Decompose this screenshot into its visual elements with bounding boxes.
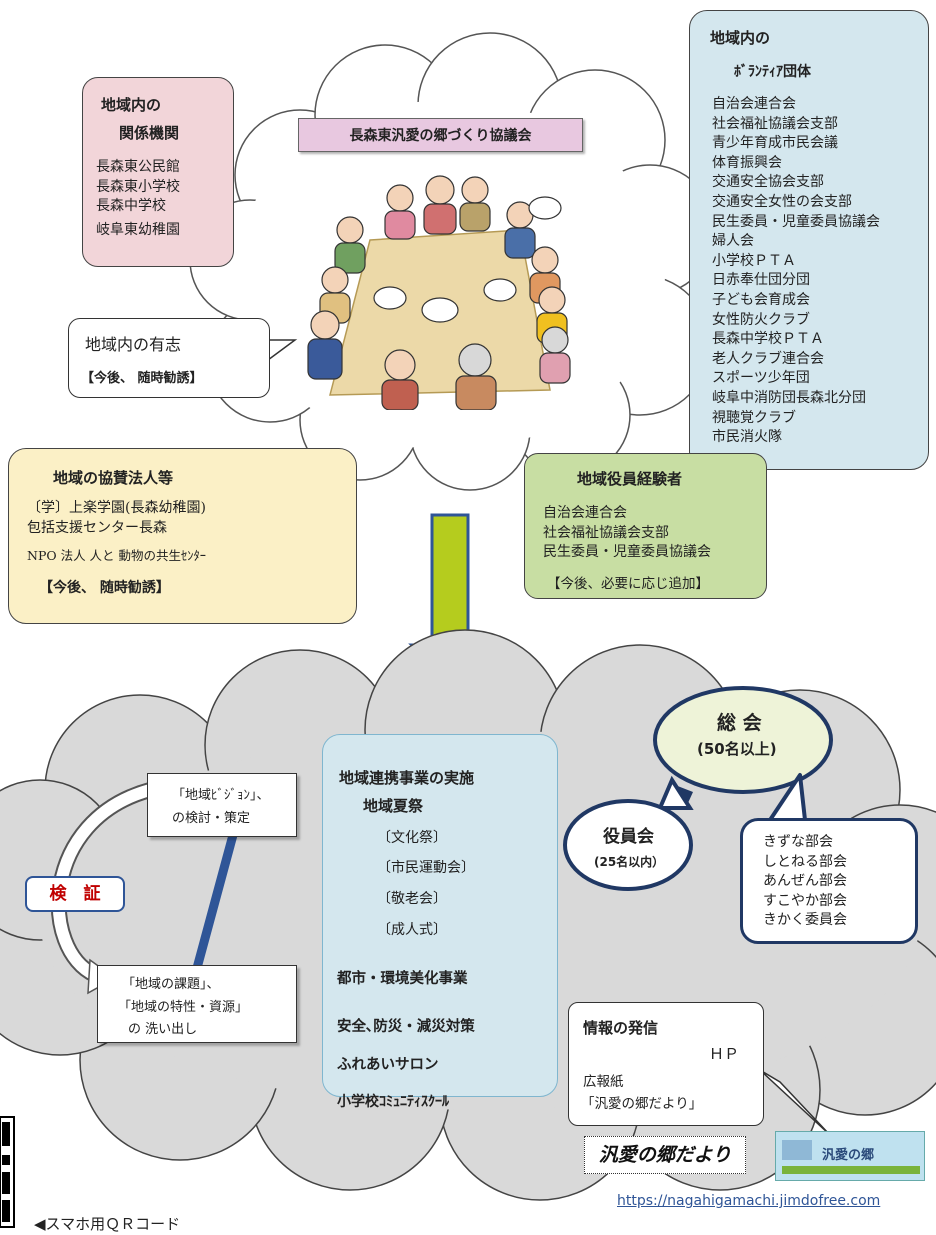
list-item: NPO 法人 人と 動物の共生ｾﾝﾀｰ (27, 548, 207, 564)
website-banner[interactable]: 汎愛の郷 (775, 1131, 925, 1181)
committees-callout: きずな部会 しとねる部会 あんぜん部会 すこやか部会 きかく委員会 (740, 818, 918, 944)
former-officers-note: 【今後、必要に応じ追加】 (547, 576, 709, 592)
institutions-title-2: 関係機関 (119, 124, 180, 142)
projects-box: 地域連携事業の実施 地域夏祭 〔文化祭〕 〔市民運動会〕 〔敬老会〕 〔成人式〕… (322, 734, 558, 1110)
general-meeting-sub: (50名以上) (697, 740, 777, 758)
projects-sub-1: 〔文化祭〕 (377, 830, 447, 846)
list-item: 社会福祉協議会支部 (712, 115, 838, 132)
former-officers-list: 自治会連合会 社会福祉協議会支部 民生委員・児童委員協議会 (543, 504, 711, 563)
projects-other-1: 都市・環境美化事業 (337, 971, 468, 987)
former-officers-box: 地域役員経験者 自治会連合会 社会福祉協議会支部 民生委員・児童委員協議会 【今… (524, 453, 767, 599)
sponsors-box: 地域の協賛法人等 〔学〕上楽学園(長森幼稚園) 包括支援センター長森 NPO 法… (8, 448, 357, 624)
sponsors-note: 【今後、 随時勧誘】 (39, 580, 170, 596)
list-item: スポーツ少年団 (712, 370, 810, 387)
list-item: 女性防火クラブ (712, 311, 810, 328)
list-item: 老人クラブ連合会 (712, 350, 824, 367)
institutions-list: 長森東公民館 長森東小学校 長森中学校 岐阜東幼稚園 (96, 158, 180, 240)
list-item: 長森東小学校 (96, 178, 180, 195)
list-item: 民生委員・児童委員協議会 (712, 213, 880, 230)
former-officers-title: 地域役員経験者 (577, 470, 683, 488)
board-title: 役員会 (603, 827, 654, 847)
issues-line-1: 「地域の課題」、 (122, 977, 220, 992)
list-item: きかく委員会 (763, 912, 847, 929)
newsletter-logo: 汎愛の郷だより (584, 1136, 746, 1174)
volunteers-local-note: 【今後、 随時勧誘】 (81, 371, 203, 386)
projects-sub-3: 〔敬老会〕 (377, 891, 447, 907)
list-item: 子ども会育成会 (712, 291, 810, 308)
list-item: あんぜん部会 (763, 873, 847, 890)
list-item: 小学校ＰＴＡ (712, 252, 796, 269)
volunteer-groups-list: 自治会連合会 社会福祉協議会支部 青少年育成市民会議 体育振興会 交通安全協会支… (712, 95, 880, 448)
website-url-link[interactable]: https://nagahigamachi.jimdofree.com (617, 1193, 881, 1209)
list-item: 自治会連合会 (712, 96, 796, 112)
list-item: 自治会連合会 (543, 505, 627, 521)
issues-line-2: 「地域の特性・資源」 (118, 1000, 249, 1015)
info-tail (759, 1069, 831, 1136)
list-item: 青少年育成市民会議 (712, 135, 838, 152)
projects-other-2: 安全､防災・減災対策 (337, 1019, 475, 1035)
projects-other-4: 小学校ｺﾐｭﾆﾃｨｽｸｰﾙ (337, 1094, 449, 1110)
volunteers-local-callout: 地域内の有志 【今後、 随時勧誘】 (68, 318, 270, 398)
banner-text: 汎愛の郷 (822, 1148, 875, 1163)
list-item: 交通安全協会支部 (712, 174, 824, 191)
vision-box: 「地域ﾋﾞｼﾞｮﾝ」、 の検討・策定 (147, 773, 297, 837)
issues-line-3: の 洗い出し (128, 1022, 198, 1037)
volunteers-local-title: 地域内の有志 (85, 335, 182, 354)
list-item: きずな部会 (763, 834, 833, 850)
meeting-illustration (307, 175, 571, 410)
volunteer-groups-title-1: 地域内の (710, 29, 771, 47)
board-sub: (25名以内） (594, 855, 665, 869)
council-title: 長森東汎愛の郷づくり協議会 (349, 128, 532, 144)
list-item: 長森東公民館 (96, 159, 180, 175)
projects-title: 地域連携事業の実施 (339, 769, 475, 787)
info-callout: 情報の発信 ＨＰ 広報紙 「汎愛の郷だより」 (568, 1002, 764, 1126)
board-ellipse (563, 775, 694, 891)
list-item: 〔学〕上楽学園(長森幼稚園) (27, 500, 206, 516)
projects-sub-2: 〔市民運動会〕 (377, 860, 475, 876)
list-item: 民生委員・児童委員協議会 (543, 544, 711, 561)
sponsors-list: 〔学〕上楽学園(長森幼稚園) 包括支援センター長森 NPO 法人 人と 動物の共… (27, 499, 206, 566)
projects-sub-4: 〔成人式〕 (377, 922, 447, 938)
newsletter-logo-text: 汎愛の郷だより (598, 1144, 732, 1166)
committees-list: きずな部会 しとねる部会 あんぜん部会 すこやか部会 きかく委員会 (763, 833, 847, 931)
council-title-banner: 長森東汎愛の郷づくり協議会 (298, 118, 583, 152)
list-item: 交通安全女性の会支部 (712, 193, 852, 210)
info-paper-name: 「汎愛の郷だより」 (581, 1096, 703, 1112)
list-item: 長森中学校ＰＴＡ (712, 331, 824, 348)
vision-line-1: 「地域ﾋﾞｼﾞｮﾝ」、 (172, 788, 270, 803)
list-item: 視聴覚クラブ (712, 409, 796, 426)
projects-other-3: ふれあいサロン (337, 1057, 439, 1073)
banner-strip (782, 1166, 920, 1174)
info-paper: 広報紙 (583, 1074, 624, 1090)
list-item: 岐阜中消防団長森北分団 (712, 389, 866, 406)
list-item: 長森中学校 (96, 198, 166, 215)
general-meeting-title: 総 会 (717, 712, 762, 734)
institutions-box: 地域内の 関係機関 長森東公民館 長森東小学校 長森中学校 岐阜東幼稚園 (82, 77, 234, 267)
volunteer-groups-title-2: ﾎﾞﾗﾝﾃｨｱ団体 (734, 64, 811, 80)
volunteer-groups-box: 地域内の ﾎﾞﾗﾝﾃｨｱ団体 自治会連合会 社会福祉協議会支部 青少年育成市民会… (689, 10, 929, 470)
projects-main: 地域夏祭 (363, 797, 424, 815)
list-item: 日赤奉仕団分団 (712, 272, 810, 289)
list-item: 婦人会 (712, 233, 754, 250)
info-hp: ＨＰ (709, 1045, 740, 1063)
vision-line-2: の検討・策定 (172, 811, 251, 826)
qr-code (0, 1116, 15, 1228)
institutions-title-1: 地域内の (101, 96, 162, 114)
list-item: 体育振興会 (712, 154, 782, 171)
list-item: 包括支援センター長森 (27, 519, 167, 536)
list-item: 社会福祉協議会支部 (543, 524, 669, 541)
general-meeting-ellipse (653, 686, 833, 803)
qr-label: ◀スマホ用ＱＲコード (34, 1215, 181, 1233)
list-item: 岐阜東幼稚園 (96, 221, 180, 238)
list-item: 市民消火隊 (712, 429, 782, 446)
verification-text: 検 証 (49, 884, 101, 904)
list-item: しとねる部会 (763, 853, 847, 870)
info-title: 情報の発信 (583, 1019, 659, 1037)
list-item: すこやか部会 (763, 892, 847, 909)
verification-label: 検 証 (25, 876, 125, 912)
banner-decor (782, 1140, 812, 1160)
sponsors-title: 地域の協賛法人等 (53, 469, 174, 487)
issues-box: 「地域の課題」、 「地域の特性・資源」 の 洗い出し (97, 965, 297, 1043)
